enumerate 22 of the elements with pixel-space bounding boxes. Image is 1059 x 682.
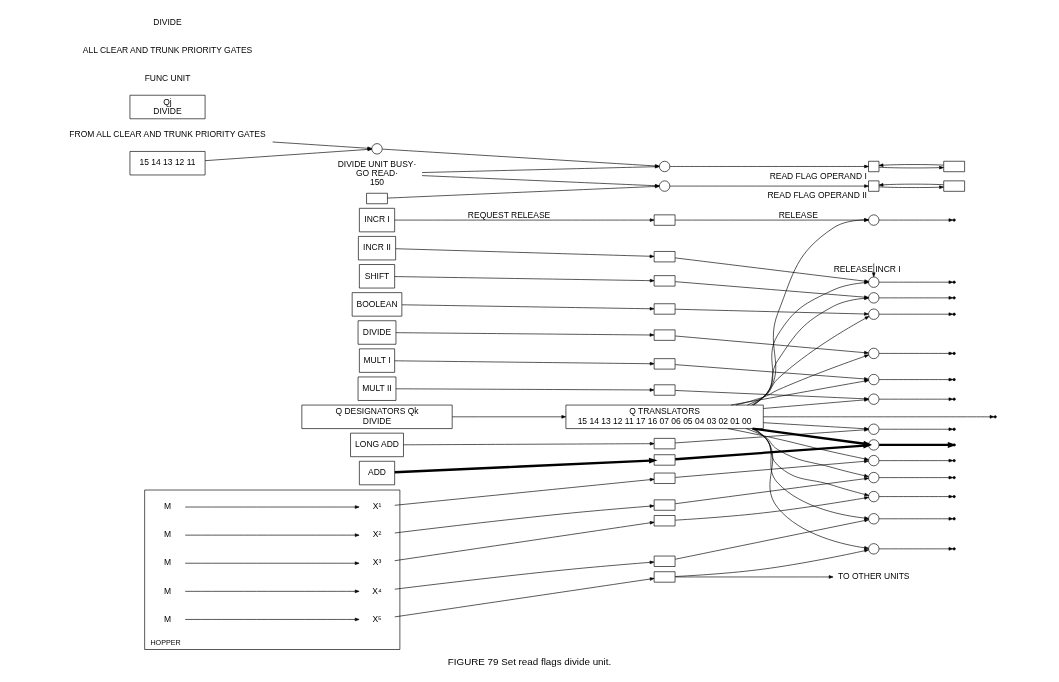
node-label: READ FLAG OPERAND I xyxy=(769,170,867,181)
node-text: X⁴ xyxy=(372,585,382,596)
node-text: X⁵ xyxy=(372,613,382,624)
node-text: TO OTHER UNITS xyxy=(838,571,910,582)
label: FUNC UNIT xyxy=(144,73,191,84)
edge-label: REQUEST RELEASE xyxy=(467,209,551,220)
node-text: X³ xyxy=(372,557,382,568)
node-text: M xyxy=(163,613,172,624)
node-text: DIVIDE UNIT BUSY· GO READ· 150 xyxy=(337,158,417,188)
caption: FIGURE 79 Set read flags divide unit. xyxy=(447,656,612,668)
node-text: M xyxy=(163,585,172,596)
node-label: READ FLAG OPERAND II xyxy=(767,190,867,201)
edge-label: RELEASE xyxy=(778,209,818,220)
node-text: M xyxy=(163,557,172,568)
label: DIVIDE xyxy=(153,16,182,27)
label: ALL CLEAR AND TRUNK PRIORITY GATES xyxy=(82,45,253,56)
node-text: X¹ xyxy=(372,501,382,512)
edge-label: RELEASE INCR I xyxy=(833,264,901,275)
node-text: M xyxy=(163,501,172,512)
node-text: FROM ALL CLEAR AND TRUNK PRIORITY GATES xyxy=(69,129,266,140)
node-text: M xyxy=(163,529,172,540)
node-text: X² xyxy=(372,529,382,540)
